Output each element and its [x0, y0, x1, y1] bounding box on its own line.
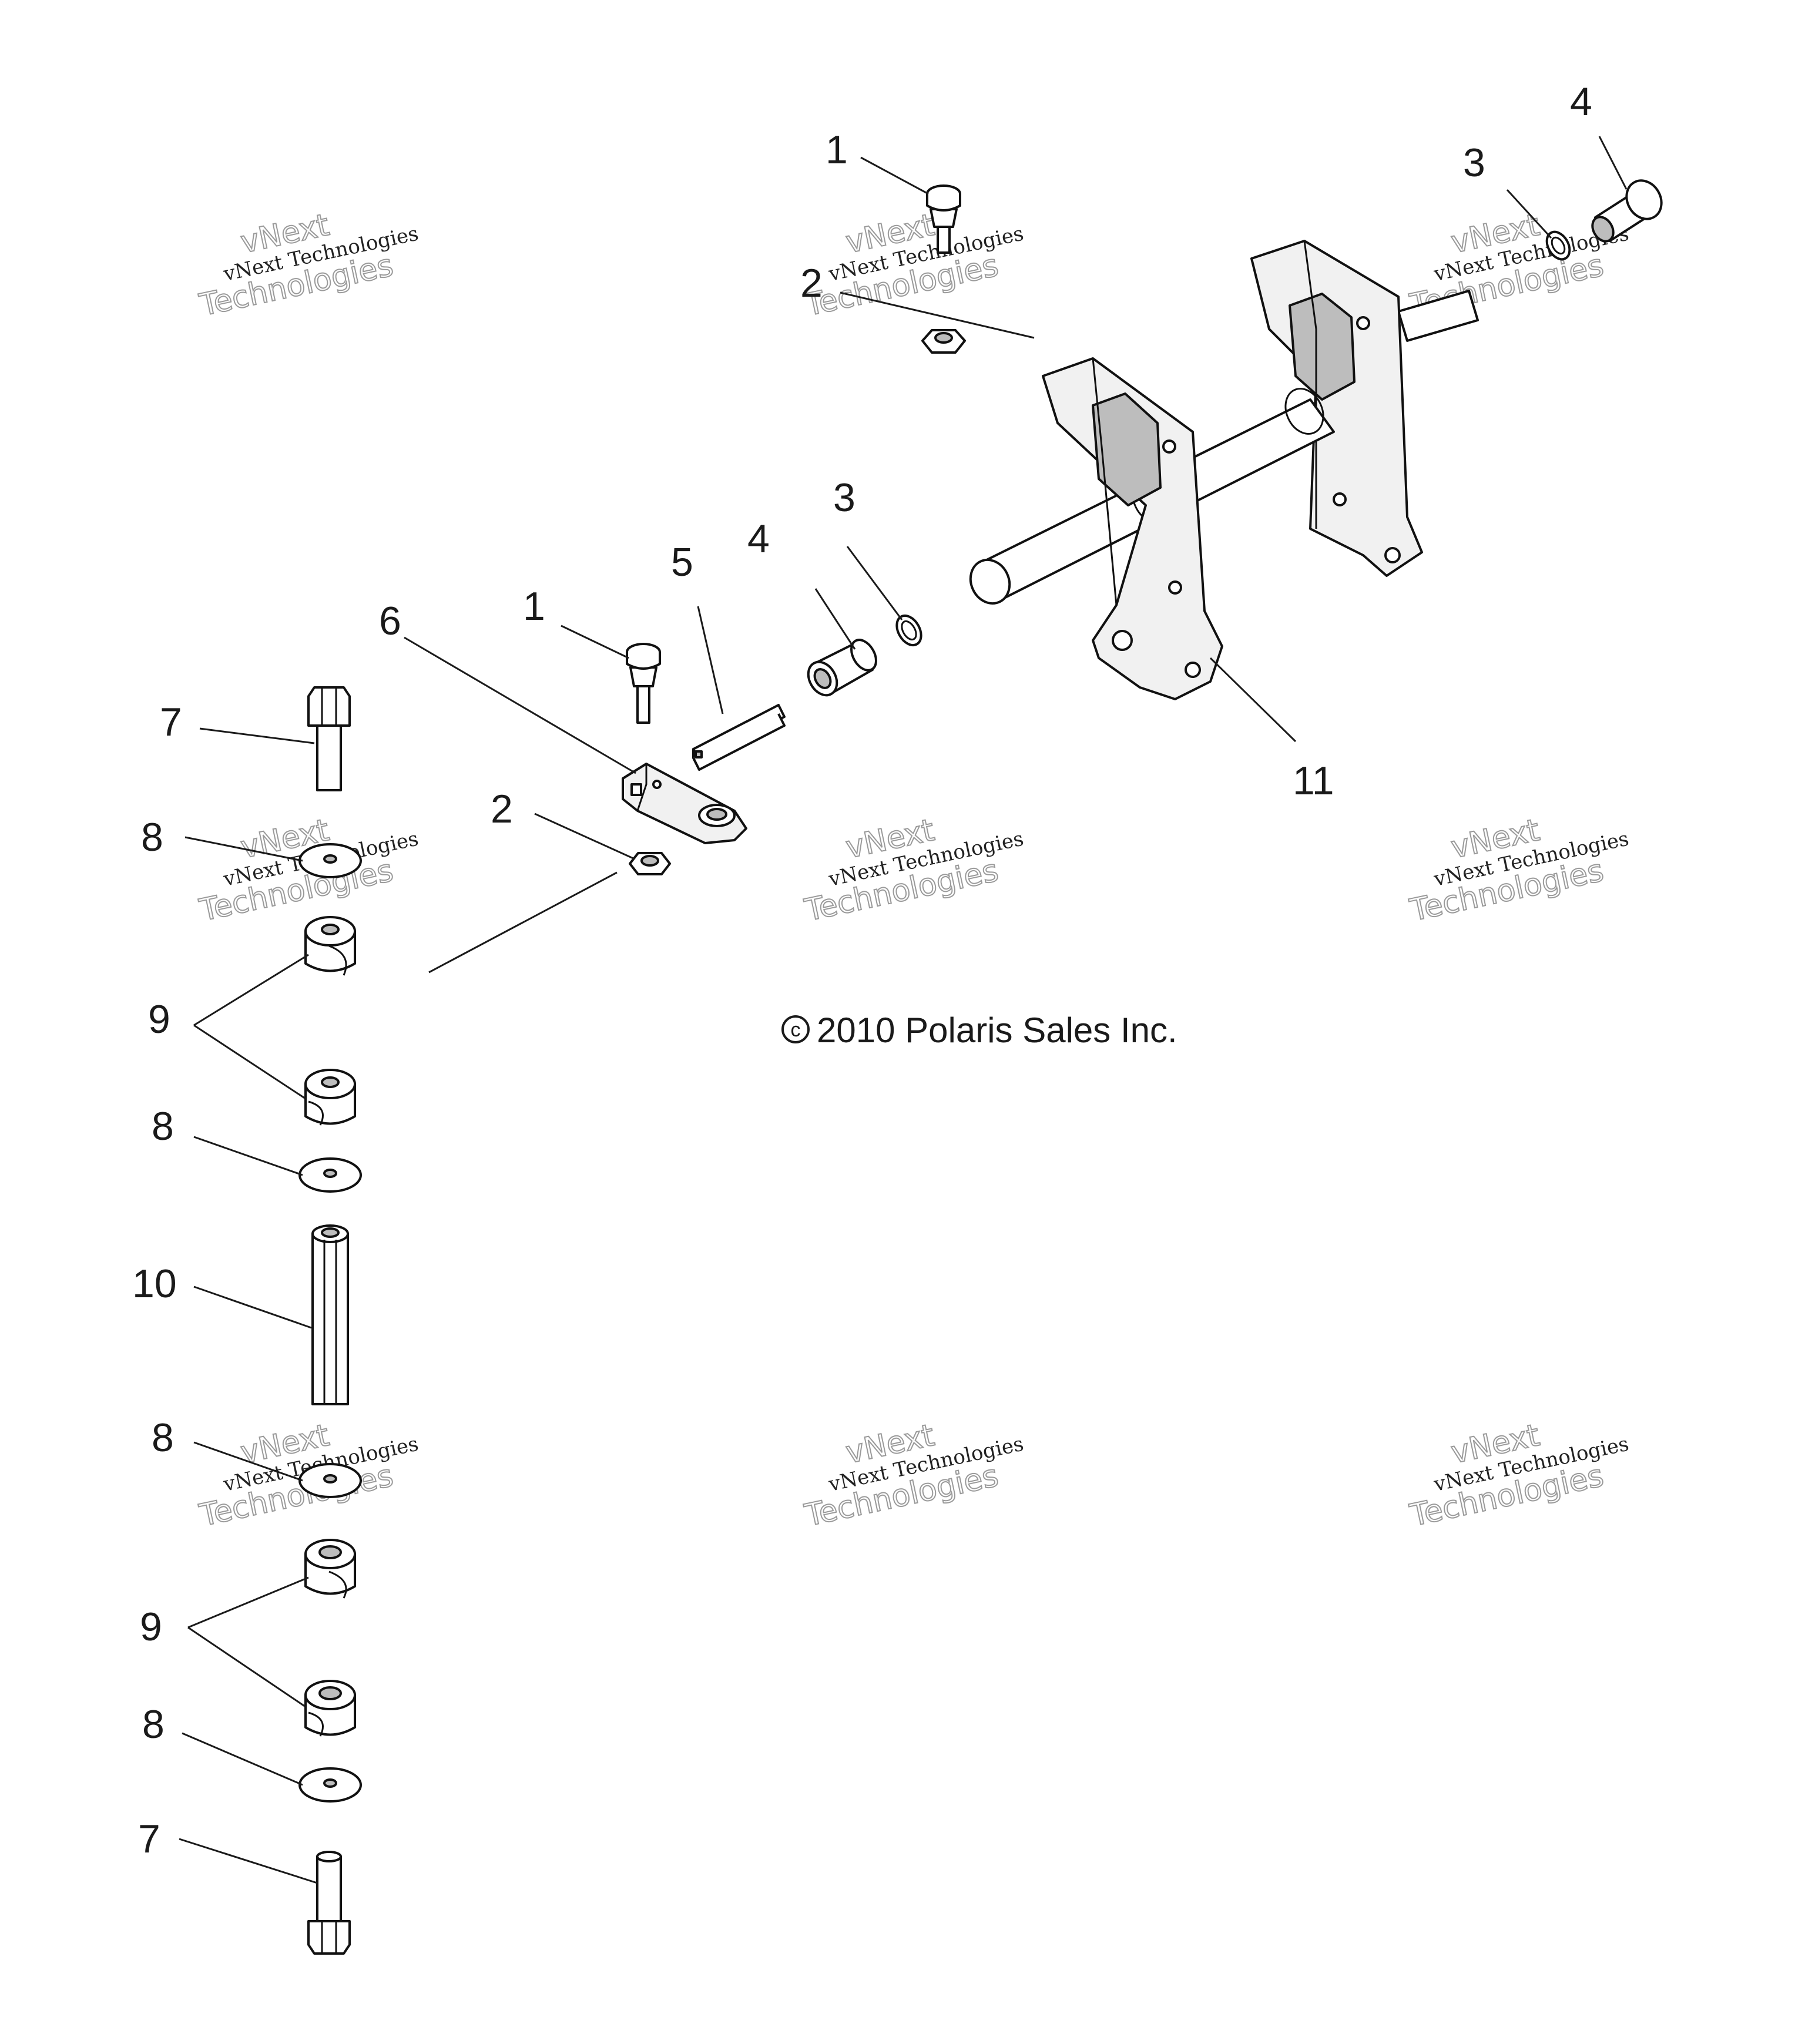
- callout-8-3: 8: [152, 1415, 174, 1460]
- watermark: vNext vNext Technologies Technologies: [801, 812, 1026, 929]
- callout-4-top: 4: [1570, 79, 1592, 124]
- part-7-bolt-bottom: [307, 1851, 351, 1955]
- callout-labels: 1 2 3 4 3 4 5 1 6 2 11 7 8 9 8 10 8 9 8 …: [132, 79, 1592, 1861]
- copyright-text: 2010 Polaris Sales Inc.: [817, 1011, 1177, 1050]
- part-3-ring-top: [1545, 230, 1571, 261]
- part-8-washer-3: [298, 1463, 362, 1498]
- callout-11: 11: [1293, 758, 1334, 803]
- watermark: vNext vNext Technologies Technologies: [196, 207, 421, 324]
- part-2-nut-top: [921, 329, 966, 354]
- callout-1-mid: 1: [523, 584, 545, 629]
- part-4-bushing-mid: [807, 639, 877, 697]
- part-1-bolt-top: [926, 184, 961, 254]
- part-1-bolt-mid: [626, 643, 661, 724]
- part-8-washer-2: [298, 1157, 362, 1193]
- callout-6: 6: [379, 599, 401, 643]
- part-8-washer-4: [298, 1767, 362, 1803]
- callout-3-mid: 3: [833, 475, 855, 520]
- callout-7-top: 7: [160, 700, 182, 744]
- copyright-circle-icon: [781, 1015, 810, 1043]
- callout-9-top: 9: [148, 997, 170, 1042]
- part-6-clamp: [622, 763, 747, 844]
- callout-3-top: 3: [1463, 140, 1485, 185]
- callout-9-bottom: 9: [140, 1605, 162, 1649]
- callout-2-mid: 2: [491, 787, 513, 831]
- part-2-nut-mid: [629, 852, 671, 875]
- part-11-steering-frame: [969, 240, 1479, 700]
- copyright-symbol: c: [791, 1019, 801, 1041]
- callout-1-top: 1: [826, 127, 848, 172]
- callout-2-top: 2: [800, 261, 823, 306]
- callout-7-bottom: 7: [138, 1817, 160, 1861]
- callout-8-1: 8: [141, 815, 163, 860]
- watermark: vNext vNext Technologies Technologies: [801, 207, 1026, 324]
- callout-10: 10: [132, 1261, 177, 1306]
- copyright-notice: c 2010 Polaris Sales Inc.: [781, 1011, 1177, 1050]
- part-7-bolt-top: [307, 686, 351, 791]
- part-9-bushing-3: [304, 1539, 356, 1599]
- callout-5: 5: [671, 540, 693, 585]
- watermark: vNext vNext Technologies Technologies: [1406, 1417, 1631, 1534]
- watermark: vNext vNext Technologies Technologies: [1406, 812, 1631, 929]
- watermark: vNext vNext Technologies Technologies: [801, 1417, 1026, 1534]
- part-4-bushing-top: [1591, 179, 1663, 243]
- callout-4-mid: 4: [747, 516, 770, 561]
- callout-8-4: 8: [142, 1702, 165, 1747]
- part-9-bushing-2: [304, 1069, 356, 1126]
- leader-lines: [179, 136, 1628, 1884]
- callout-8-2: 8: [152, 1104, 174, 1149]
- watermarks: vNext vNext Technologies Technologies vN…: [196, 207, 1631, 1534]
- part-10-spacer: [311, 1224, 349, 1405]
- watermark: vNext vNext Technologies Technologies: [196, 1417, 421, 1534]
- part-9-bushing-1: [304, 916, 356, 976]
- part-5-square-shaft: [692, 704, 786, 771]
- part-8-washer-1: [298, 843, 362, 878]
- part-3-ring-mid: [895, 614, 922, 647]
- part-9-bushing-4: [304, 1680, 356, 1737]
